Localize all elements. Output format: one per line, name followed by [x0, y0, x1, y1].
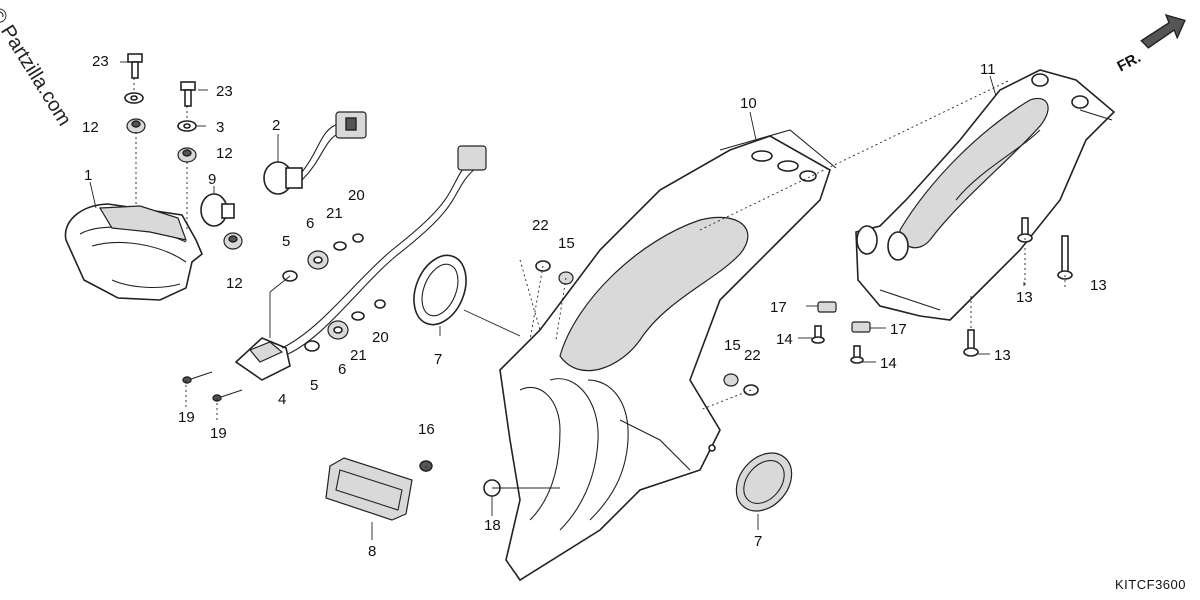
callout-15a: 15	[558, 235, 575, 252]
grommet-12-top-right[interactable]	[177, 147, 197, 163]
nut-15-lower[interactable]	[723, 373, 739, 387]
screw-14-right[interactable]	[850, 345, 864, 364]
callout-19a: 19	[178, 409, 195, 426]
callout-4: 4	[278, 391, 286, 408]
callout-7b: 7	[754, 533, 762, 550]
callout-8: 8	[368, 543, 376, 560]
nut-20-lower[interactable]	[374, 299, 386, 309]
callout-23b: 23	[216, 83, 233, 100]
screw-19-lower[interactable]	[212, 389, 243, 402]
washer-3-left[interactable]	[124, 92, 144, 104]
callout-15b: 15	[724, 337, 741, 354]
bolt-23-right[interactable]	[180, 81, 196, 107]
cap-7-left[interactable]	[404, 248, 475, 333]
callout-1: 1	[84, 167, 92, 184]
grommet-12-top-left[interactable]	[126, 118, 146, 134]
tail-light-assembly[interactable]	[64, 203, 203, 301]
mudguard-bracket-11[interactable]	[855, 69, 1116, 321]
callout-2: 2	[272, 117, 280, 134]
callout-22a: 22	[532, 217, 549, 234]
callout-11: 11	[980, 61, 996, 78]
callout-5a: 5	[282, 233, 290, 250]
callout-5b: 5	[310, 377, 318, 394]
callout-22b: 22	[744, 347, 761, 364]
callout-19b: 19	[210, 425, 227, 442]
callout-13a: 13	[1016, 289, 1033, 306]
socket-harness-2[interactable]	[263, 111, 367, 195]
screw-19-upper[interactable]	[182, 371, 213, 384]
callout-7a: 7	[434, 351, 442, 368]
front-direction-label: FR.	[1114, 49, 1143, 75]
callout-labels: 1 2 3 4 5 5 6 6 7 7 8 9 10 11 12 12 12 1…	[82, 53, 1107, 560]
callout-6b: 6	[338, 361, 346, 378]
front-direction-arrow: FR.	[1114, 13, 1186, 75]
assembly-guide-lines	[133, 78, 1066, 472]
diagram-code: KITCF3600	[1115, 577, 1186, 592]
callout-20a: 20	[348, 187, 365, 204]
cap-7-right[interactable]	[725, 442, 803, 522]
callout-12b: 12	[216, 145, 233, 162]
bolt-13-upper-right[interactable]	[1057, 235, 1073, 280]
grommet-12-bottom[interactable]	[223, 232, 243, 250]
reflector-8[interactable]	[325, 457, 413, 521]
callout-20b: 20	[372, 329, 389, 346]
license-light-4[interactable]	[234, 145, 487, 381]
washer-21-lower[interactable]	[351, 311, 365, 321]
callout-14b: 14	[880, 355, 897, 372]
callout-3: 3	[216, 119, 224, 136]
screw-14-left[interactable]	[811, 325, 825, 344]
callout-23a: 23	[92, 53, 109, 70]
callout-14a: 14	[776, 331, 793, 348]
callout-21b: 21	[350, 347, 367, 364]
callout-10: 10	[740, 95, 757, 112]
rear-fender-10[interactable]	[499, 129, 837, 582]
callout-17b: 17	[890, 321, 907, 338]
nut-20-upper[interactable]	[352, 233, 364, 243]
callout-13b: 13	[1090, 277, 1107, 294]
rubber-mount-6-lower[interactable]	[327, 320, 349, 340]
bulb-9[interactable]	[200, 193, 235, 227]
washer-21-upper[interactable]	[333, 241, 347, 251]
bolt-13-lower[interactable]	[963, 329, 979, 357]
clip-17-left[interactable]	[817, 301, 837, 313]
callout-6a: 6	[306, 215, 314, 232]
callout-13c: 13	[994, 347, 1011, 364]
washer-3-right[interactable]	[177, 120, 197, 132]
callout-16: 16	[418, 421, 435, 438]
callout-18: 18	[484, 517, 501, 534]
callout-9: 9	[208, 171, 216, 188]
callout-12c: 12	[226, 275, 243, 292]
callout-leaders	[89, 61, 1025, 540]
collar-5-lower[interactable]	[304, 340, 320, 352]
clip-17-right[interactable]	[851, 321, 871, 333]
rubber-mount-6-upper[interactable]	[307, 250, 329, 270]
callout-17a: 17	[770, 299, 787, 316]
callout-21a: 21	[326, 205, 343, 222]
callout-12a: 12	[82, 119, 99, 136]
bolt-23-left[interactable]	[127, 53, 143, 79]
